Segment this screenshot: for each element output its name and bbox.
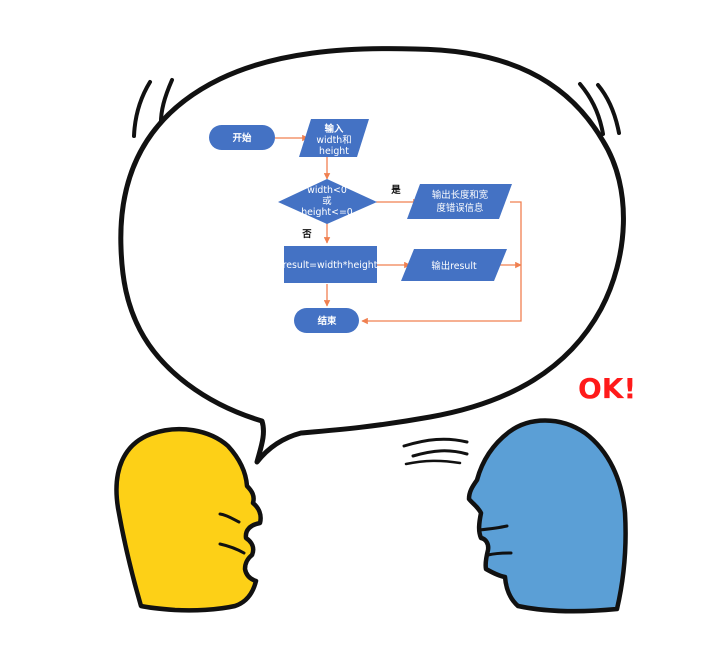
flowchart-start-node: 开始 — [209, 125, 275, 150]
decision-label-line-1: width<0 — [307, 185, 347, 196]
output-label: 输出result — [431, 260, 477, 272]
input-label-line-2: width和 — [316, 135, 351, 146]
start-label: 开始 — [233, 132, 252, 144]
process-label: result=width*height — [283, 260, 378, 271]
flowchart-end-node: 结束 — [294, 308, 359, 333]
motion-marks-icon — [132, 78, 621, 466]
flowchart-process-node: result=width*height — [283, 246, 378, 283]
right-person-head-icon — [466, 418, 628, 614]
no-label: 否 — [301, 229, 312, 240]
end-label: 结束 — [317, 315, 337, 327]
decision-label-line-2: 或 — [322, 195, 331, 207]
input-label-line-1: 输入 — [325, 123, 344, 135]
error-label-line-2: 度错误信息 — [437, 202, 484, 214]
yes-label: 是 — [390, 184, 401, 196]
input-label-line-3: height — [319, 146, 349, 157]
decision-label-line-3: height<=0 — [301, 207, 353, 218]
flowchart-decision-node: width<0 或 height<=0 — [278, 179, 377, 224]
flowchart-error-node: 输出长度和宽 度错误信息 — [407, 184, 512, 219]
flowchart-edges — [275, 134, 522, 325]
error-label-line-1: 输出长度和宽 — [432, 189, 488, 201]
flowchart-input-node: 输入 width和 height — [299, 119, 369, 157]
left-person-head-icon — [114, 426, 263, 613]
ok-exclamation: OK! — [578, 372, 636, 405]
edge-error-to-end-loop — [361, 201, 522, 325]
flowchart-output-node: 输出result — [401, 249, 507, 281]
